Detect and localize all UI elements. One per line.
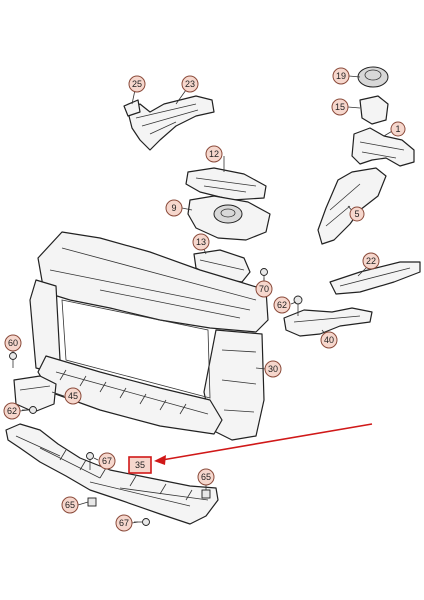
screw-67-upper: [86, 452, 94, 470]
svg-text:13: 13: [196, 237, 206, 247]
svg-text:9: 9: [171, 203, 176, 213]
front-carrier-part-30: [29, 231, 269, 441]
screw-60: [9, 352, 17, 368]
highlight-arrow: [154, 423, 373, 465]
bracket-part-23: [123, 95, 215, 151]
callout-70: 70: [255, 280, 273, 298]
svg-text:67: 67: [102, 456, 112, 466]
callout-30: 30: [264, 360, 282, 378]
callout-22: 22: [362, 252, 380, 270]
svg-text:70: 70: [259, 284, 269, 294]
callout-62-lower: 62: [3, 402, 21, 420]
svg-text:65: 65: [65, 500, 75, 510]
svg-text:45: 45: [68, 391, 78, 401]
callout-67-lower: 67: [115, 514, 133, 532]
callout-9: 9: [165, 199, 183, 217]
svg-text:62: 62: [7, 406, 17, 416]
callout-5: 5: [349, 206, 365, 222]
air-duct-part-12: [185, 167, 267, 201]
svg-text:40: 40: [324, 335, 334, 345]
svg-text:62: 62: [277, 300, 287, 310]
screw-67-lower: [134, 518, 150, 526]
svg-text:1: 1: [395, 124, 400, 134]
svg-text:67: 67: [119, 518, 129, 528]
clip-65-left: [87, 497, 97, 507]
svg-text:5: 5: [354, 209, 359, 219]
callout-1: 1: [390, 121, 406, 137]
callout-60: 60: [4, 334, 22, 352]
callout-12: 12: [205, 145, 223, 163]
callout-13: 13: [192, 233, 210, 251]
callout-19: 19: [332, 67, 350, 85]
svg-text:15: 15: [335, 102, 345, 112]
clip-65-right: [201, 489, 211, 499]
svg-text:12: 12: [209, 149, 219, 159]
svg-text:30: 30: [268, 364, 278, 374]
svg-text:22: 22: [366, 256, 376, 266]
callout-62-upper: 62: [273, 296, 291, 314]
svg-text:35: 35: [135, 460, 145, 470]
callout-67-upper: 67: [98, 452, 116, 470]
callout-25: 25: [128, 75, 146, 93]
callout-23: 23: [181, 75, 199, 93]
bracket-part-40: [283, 307, 373, 337]
svg-text:65: 65: [201, 472, 211, 482]
callout-45: 45: [64, 387, 82, 405]
callout-65-left: 65: [61, 496, 79, 514]
svg-text:25: 25: [132, 79, 142, 89]
callout-15: 15: [331, 98, 349, 116]
air-duct-part-9: [187, 195, 271, 241]
svg-text:60: 60: [8, 338, 18, 348]
callout-35-highlighted: 35: [128, 456, 152, 474]
callout-65-right: 65: [197, 468, 215, 486]
callout-40: 40: [320, 331, 338, 349]
svg-text:23: 23: [185, 79, 195, 89]
bumper-bracket-part-35: [5, 423, 219, 525]
svg-text:19: 19: [336, 71, 346, 81]
hood-lock-assembly: [317, 66, 415, 245]
fasteners: [9, 268, 303, 526]
